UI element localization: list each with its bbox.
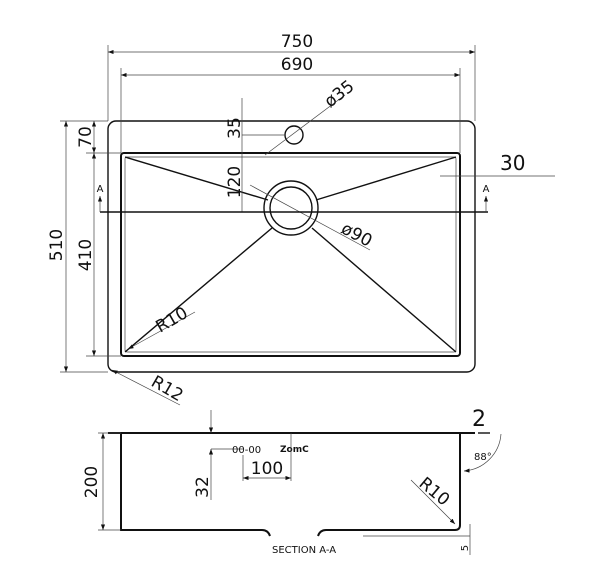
- section-caption: SECTION A-A: [272, 545, 336, 556]
- dim-200: 200: [82, 466, 102, 498]
- dim-120: 120: [225, 166, 245, 198]
- dim-inner-radius: R10: [415, 474, 453, 511]
- dim-70: 70: [76, 126, 96, 148]
- code-label: 00-00: [232, 445, 261, 456]
- dim-tap-dia: ø35: [321, 76, 359, 111]
- dim-100: 100: [251, 459, 283, 479]
- dim-690: 690: [281, 55, 313, 75]
- drain-inner: [269, 186, 313, 230]
- section-mark-left: A: [97, 184, 104, 195]
- sink-outline: [107, 120, 476, 373]
- drain-outer: [263, 180, 319, 236]
- dim-30: 30: [500, 151, 525, 175]
- logo: ZomC: [280, 445, 309, 455]
- dim-35: 35: [225, 117, 245, 139]
- dim-drain-dia: ø90: [338, 219, 376, 252]
- section-view: 200 32 00-00 ZomC 100 2 88° R10 5 SECTIO…: [82, 407, 502, 556]
- bowl-section: [120, 433, 461, 537]
- dim-32: 32: [193, 476, 213, 498]
- slope-line: [124, 156, 269, 201]
- section-mark-right: A: [483, 184, 490, 195]
- dim-corner-radius: R12: [148, 372, 187, 406]
- plan-view: 750 690 ø35 35 120 ø90 70 410 510 30: [47, 32, 555, 406]
- dim-510: 510: [47, 229, 67, 261]
- dim-angle: 88°: [474, 452, 492, 463]
- dim-foot: 5: [460, 545, 471, 551]
- dim-410: 410: [76, 239, 96, 271]
- dim-750: 750: [281, 32, 313, 52]
- dim-thickness: 2: [472, 407, 486, 432]
- bowl-outline: [120, 152, 461, 357]
